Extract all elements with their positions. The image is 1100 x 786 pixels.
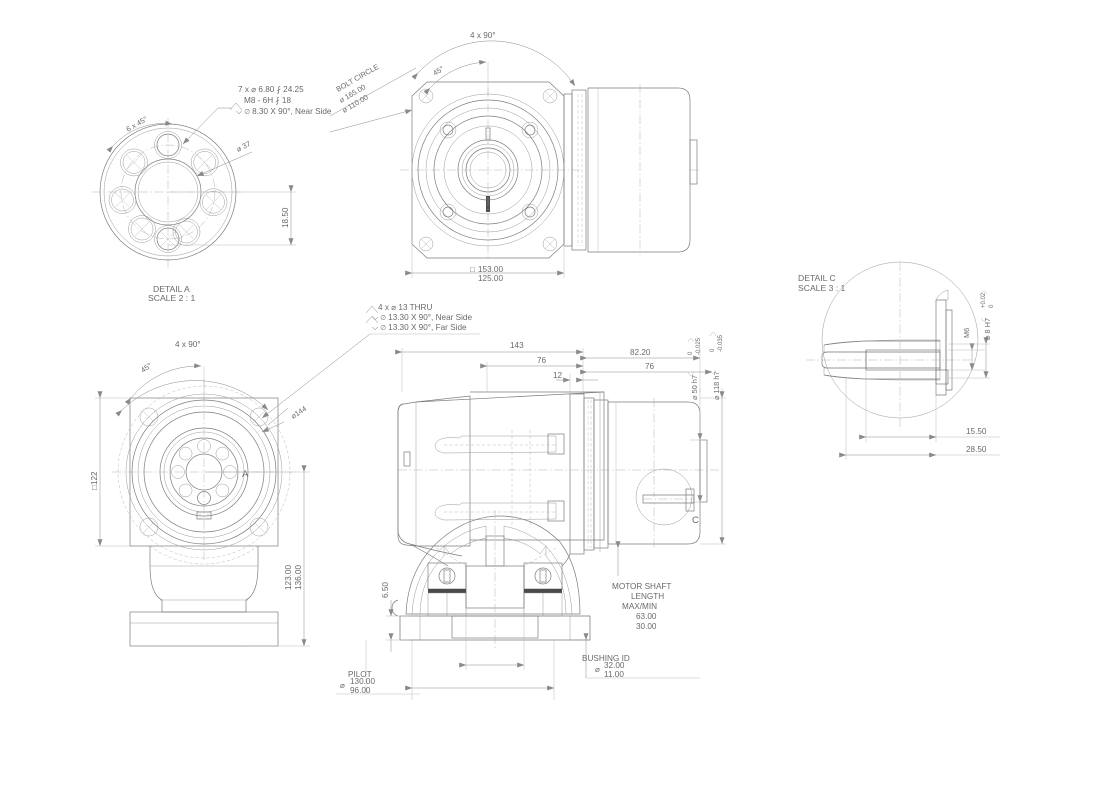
bottom-left-angle-full: 4 x 90° <box>175 340 201 349</box>
main-dim-76a: 76 <box>537 356 547 365</box>
detail-a-dim-18-50: 18.50 <box>281 207 290 228</box>
pilot-note-max: 130.00 <box>350 677 375 686</box>
bushing-id-symbol: ⌀ <box>595 665 600 674</box>
shaft-dia-label: ⌀ 50 h7 <box>690 375 699 400</box>
shaft-dia-tol-lower: -0.025 <box>696 337 702 355</box>
main-dim-6-50: 6.50 <box>381 582 390 598</box>
view-top-front: 4 x 90° 45° BOLT CIRCLE ⌀ 165.00 ⌀ 110.0… <box>329 31 700 283</box>
top-view-dim-outer: 153.00 <box>478 265 503 274</box>
detail-a-hole-note-3: ⌵ ⌀ 8.30 X 90°, Near Side <box>236 107 332 116</box>
detail-c-thread-label: M6 <box>962 328 971 338</box>
top-view-dim-inner: 125.00 <box>478 274 503 283</box>
bottom-left-pedestal <box>129 545 279 647</box>
motor-body-top <box>563 84 700 256</box>
motor-shaft-note-3: MAX/MIN <box>622 602 657 611</box>
motor-shaft-note-2: LENGTH <box>631 592 664 601</box>
base-section <box>391 510 591 648</box>
detail-c-bore-tol-lower: 0 <box>989 304 995 308</box>
view-detail-c: DETAIL C SCALE 3 : 1 M6 ⌀ 8 H7 +0.02 <box>798 261 1000 460</box>
detail-c-title: DETAIL C <box>798 273 836 283</box>
detail-a-hole-note-1: 7 x ⌀ 6.80 ⨏ 24.25 <box>238 85 304 94</box>
top-view-inner-screws <box>439 121 539 221</box>
pilot-dia-label: ⌀ 118 h7 <box>712 371 721 400</box>
bottom-left-dim-square: □122 <box>90 471 99 490</box>
detail-c-scale: SCALE 3 : 1 <box>798 283 846 293</box>
pilot-note-title: PILOT <box>348 670 372 679</box>
detail-a-chamfer-label: 6 x 45° <box>125 114 150 133</box>
pilot-dia-tol-upper: 0 <box>710 348 716 352</box>
bottom-left-angle-half: 45° <box>139 361 153 375</box>
bottom-left-dim-123: 123.00 <box>284 565 293 590</box>
main-dim-143: 143 <box>510 341 524 350</box>
bottom-left-hole-ring <box>171 439 237 505</box>
section-letter-a: A <box>242 469 249 480</box>
square-symbol-1: □ <box>470 265 475 274</box>
detail-c-dim-28-50: 28.50 <box>966 445 987 454</box>
main-hole-note-1: 4 x ⌀ 13 THRU <box>378 303 432 312</box>
detail-a-title: DETAIL A <box>153 284 190 294</box>
bushing-id-max: 32.00 <box>604 661 625 670</box>
view-bottom-left: A 4 x 90° 45° ⌀144 □122 136.00 123 <box>90 340 310 647</box>
pilot-dia-callout: ⌀ 118 h7 0 -0.035 <box>700 332 726 545</box>
motor-shaft-min: 30.00 <box>636 622 657 631</box>
main-dim-12: 12 <box>553 371 563 380</box>
pilot-dia-tol-lower: -0.035 <box>718 334 724 352</box>
pilot-note-symbol: ⌀ <box>340 681 345 690</box>
main-dim-82-20: 82.20 <box>630 348 651 357</box>
top-view-angle-half: 45° <box>431 64 445 78</box>
detail-marker-c: C <box>692 515 699 526</box>
view-main-section: 4 x ⌀ 13 THRU ⌵ ⌀ 13.30 X 90°, Near Side… <box>261 303 726 700</box>
motor-shaft-max: 63.00 <box>636 612 657 621</box>
main-hole-note-2: ⌵ ⌀ 13.30 X 90°, Near Side <box>372 313 472 322</box>
top-view-angle-full: 4 x 90° <box>470 31 496 40</box>
detail-a-bore-label: ⌀ 37 <box>235 139 252 154</box>
pilot-note-min: 96.00 <box>350 686 371 695</box>
view-detail-a: 6 x 45° ⌀ 37 7 x ⌀ 6.80 ⨏ 24.25 M8 - 6H … <box>92 85 332 303</box>
bottom-left-dim-136: 136.00 <box>294 565 303 590</box>
detail-c-dim-15-50: 15.50 <box>966 427 987 436</box>
shaft-dia-tol-upper: 0 <box>688 351 694 355</box>
main-dim-76b: 76 <box>645 362 655 371</box>
bushing-id-min: 11.00 <box>604 670 624 679</box>
motor-shaft-note-1: MOTOR SHAFT <box>612 582 671 591</box>
detail-a-hole-note-2: M8 - 6H ⨏ 18 <box>244 96 291 105</box>
bottom-left-pilot-dia: ⌀144 <box>289 404 308 421</box>
detail-c-bore-tol-upper: +0.02 <box>981 292 987 308</box>
bushing-id-title: BUSHING ID <box>582 654 630 663</box>
main-hole-note-3: ⌵ ⌀ 13.30 X 90°, Far Side <box>372 323 467 332</box>
housing-slots <box>434 430 565 528</box>
shaft-dia-callout: ⌀ 50 h7 0 -0.025 <box>687 337 703 503</box>
detail-c-bore-label: ⌀ 8 H7 <box>983 318 992 340</box>
detail-a-scale: SCALE 2 : 1 <box>148 293 196 303</box>
